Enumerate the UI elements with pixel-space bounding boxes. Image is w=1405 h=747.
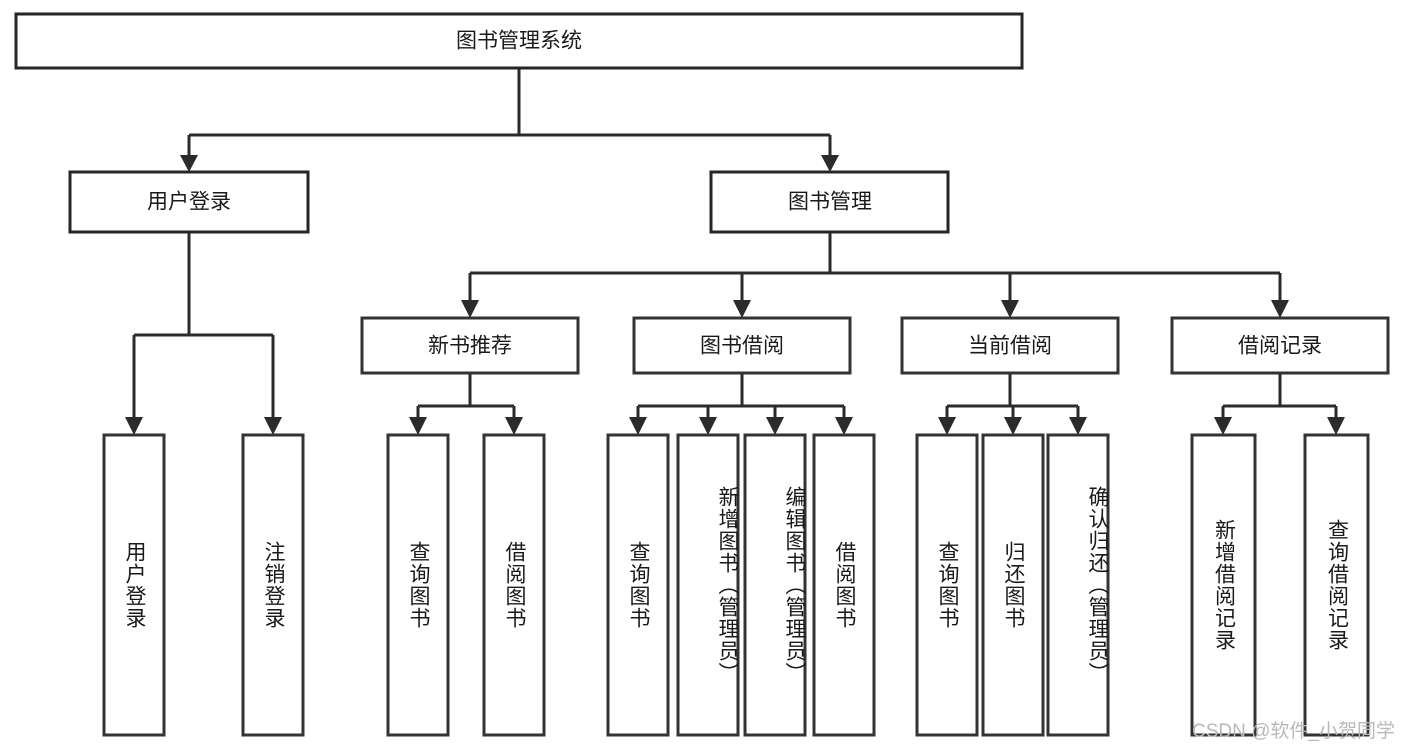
- node-new-book-recommend[interactable]: 新书推荐: [360, 316, 580, 375]
- node-current-borrow-label: 当前借阅: [968, 335, 1052, 358]
- node-leaf-query-borrow-record-box[interactable]: [1303, 433, 1370, 737]
- node-user-login[interactable]: 用户登录: [68, 170, 310, 234]
- node-leaf-confirm-return-admin-box[interactable]: [1046, 433, 1110, 737]
- arrowhead-leaf-user-logout: [264, 417, 282, 435]
- arrowhead-leaf-user-login: [125, 417, 143, 435]
- arrowhead-leaf-borrow-book-2: [835, 417, 853, 435]
- arrowhead-leaf-borrow-book-1: [505, 417, 523, 435]
- node-book-borrow-box[interactable]: [632, 316, 852, 375]
- node-new-book-recommend-label: 新书推荐: [428, 335, 512, 358]
- node-leaf-return-book-box[interactable]: [981, 433, 1045, 737]
- node-user-login-box[interactable]: [68, 170, 310, 234]
- arrowhead-leaf-query-book-3: [938, 417, 956, 435]
- node-book-manage[interactable]: 图书管理: [709, 170, 950, 234]
- node-leaf-add-book-admin-box[interactable]: [676, 433, 740, 737]
- arrowhead-new-book-recommend: [461, 300, 479, 318]
- arrowhead-book-manage: [821, 155, 839, 172]
- arrowhead-leaf-add-book-admin: [699, 417, 717, 435]
- arrowhead-user-login: [180, 155, 198, 172]
- node-leaf-query-book-2-box[interactable]: [606, 433, 670, 737]
- node-root-label: 图书管理系统: [456, 30, 582, 53]
- connector-layer: [125, 68, 1345, 435]
- node-leaf-edit-book-admin-box[interactable]: [743, 433, 807, 737]
- node-leaf-user-logout-box[interactable]: [241, 433, 305, 737]
- node-borrow-record-box[interactable]: [1170, 316, 1390, 375]
- arrowhead-leaf-confirm-return-admin: [1069, 417, 1087, 435]
- node-leaf-borrow-book-1-box[interactable]: [482, 433, 546, 737]
- node-leaf-query-book-1-box[interactable]: [386, 433, 450, 737]
- node-book-borrow-label: 图书借阅: [700, 335, 784, 358]
- node-book-manage-label: 图书管理: [788, 191, 872, 214]
- leaf-box-layer: [102, 433, 1370, 737]
- arrowhead-book-borrow: [733, 300, 751, 318]
- arrowhead-leaf-add-borrow-record: [1214, 417, 1232, 435]
- arrowhead-leaf-edit-book-admin: [766, 417, 784, 435]
- node-root[interactable]: 图书管理系统: [14, 12, 1024, 70]
- node-current-borrow[interactable]: 当前借阅: [900, 316, 1120, 375]
- node-current-borrow-box[interactable]: [900, 316, 1120, 375]
- arrowhead-leaf-return-book: [1004, 417, 1022, 435]
- node-root-box[interactable]: [14, 12, 1024, 70]
- node-leaf-query-book-3-box[interactable]: [915, 433, 979, 737]
- arrowhead-current-borrow: [1001, 300, 1019, 318]
- node-borrow-record[interactable]: 借阅记录: [1170, 316, 1390, 375]
- node-borrow-record-label: 借阅记录: [1238, 335, 1322, 358]
- arrowhead-borrow-record: [1271, 300, 1289, 318]
- node-new-book-recommend-box[interactable]: [360, 316, 580, 375]
- node-leaf-add-borrow-record-box[interactable]: [1190, 433, 1257, 737]
- node-leaf-borrow-book-2-box[interactable]: [812, 433, 876, 737]
- node-book-manage-box[interactable]: [709, 170, 950, 234]
- node-user-login-label: 用户登录: [147, 191, 231, 214]
- csdn-watermark: CSDN @软件_小贺同学: [1192, 721, 1395, 742]
- arrowhead-leaf-query-book-2: [629, 417, 647, 435]
- node-leaf-user-login-box[interactable]: [102, 433, 166, 737]
- arrowhead-leaf-query-book-1: [409, 417, 427, 435]
- arrowhead-leaf-query-borrow-record: [1327, 417, 1345, 435]
- node-book-borrow[interactable]: 图书借阅: [632, 316, 852, 375]
